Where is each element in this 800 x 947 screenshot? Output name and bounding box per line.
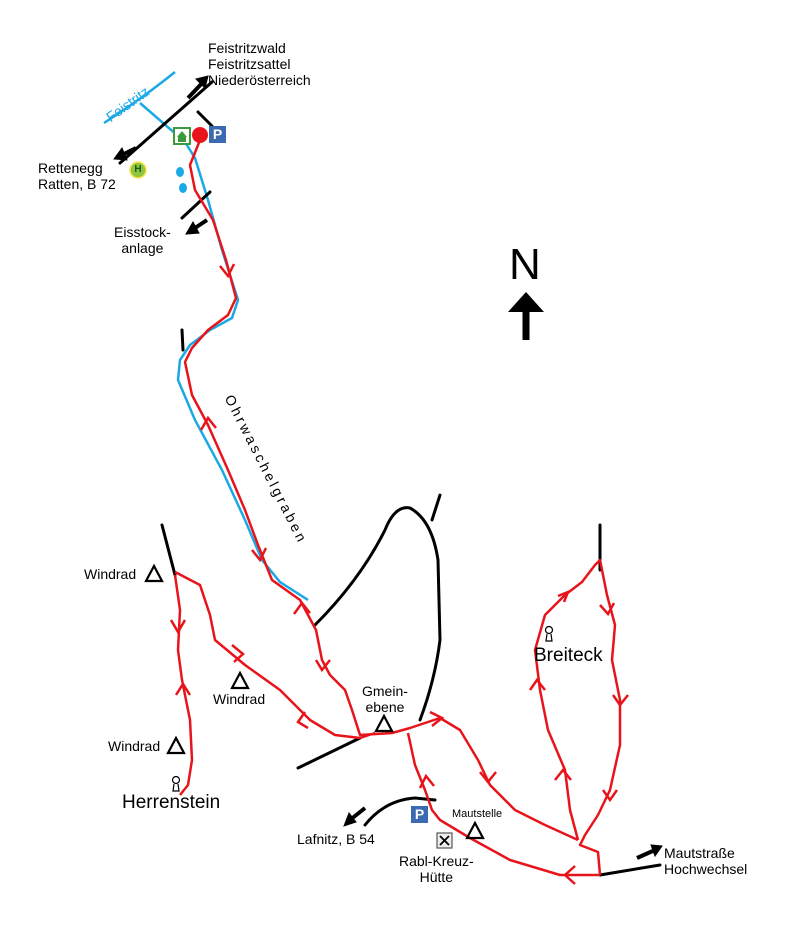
start-point-icon bbox=[192, 127, 208, 143]
north-destinations-label: Feistritzwald Feistritzsattel Niederöste… bbox=[208, 40, 311, 88]
route-arrows bbox=[169, 263, 629, 885]
bus-stop-icon bbox=[129, 161, 147, 179]
gmeinebene-label: Gmein- ebene bbox=[362, 683, 408, 715]
windrad-icon bbox=[230, 670, 250, 690]
lafnitz-label: Lafnitz, B 54 bbox=[297, 831, 375, 847]
windrad-icon bbox=[166, 735, 186, 755]
mautstrasse-label: Mautstraße Hochwechsel bbox=[664, 845, 748, 877]
water-drop-icon bbox=[176, 167, 184, 177]
windrad-label-2: Windrad bbox=[213, 691, 266, 707]
summit-breiteck-icon bbox=[544, 625, 554, 642]
water-drop-icon bbox=[179, 183, 187, 193]
mautstelle-label: Mautstelle bbox=[452, 808, 503, 820]
windrad-icon bbox=[144, 563, 164, 583]
parking-icon-top: P bbox=[209, 126, 226, 143]
summit-herrenstein-icon bbox=[171, 775, 181, 792]
hut-icon bbox=[173, 127, 191, 145]
breiteck-label: Breiteck bbox=[534, 645, 603, 666]
feistritz-river bbox=[103, 71, 176, 125]
west-destinations-label: Rettenegg Ratten, B 72 bbox=[38, 160, 116, 192]
mautstelle-icon bbox=[465, 820, 485, 840]
restaurant-icon bbox=[436, 832, 453, 849]
north-label: N bbox=[509, 240, 541, 289]
windrad-label-3: Windrad bbox=[108, 738, 161, 754]
parking-icon-bottom: P bbox=[411, 806, 428, 823]
hiking-route bbox=[173, 139, 622, 877]
summit-gmeinebene-icon bbox=[374, 713, 394, 733]
arrow-icons bbox=[113, 75, 663, 860]
windrad-label-1: Windrad bbox=[84, 566, 137, 582]
roads bbox=[118, 80, 662, 877]
herrenstein-label: Herrenstein bbox=[122, 792, 221, 813]
eisstock-label: Eisstock- anlage bbox=[114, 224, 171, 256]
bus-stop-label: H bbox=[134, 164, 142, 175]
north-arrow-icon bbox=[508, 292, 544, 340]
rabl-kreuz-label: Rabl-Kreuz- Hütte bbox=[399, 853, 474, 885]
